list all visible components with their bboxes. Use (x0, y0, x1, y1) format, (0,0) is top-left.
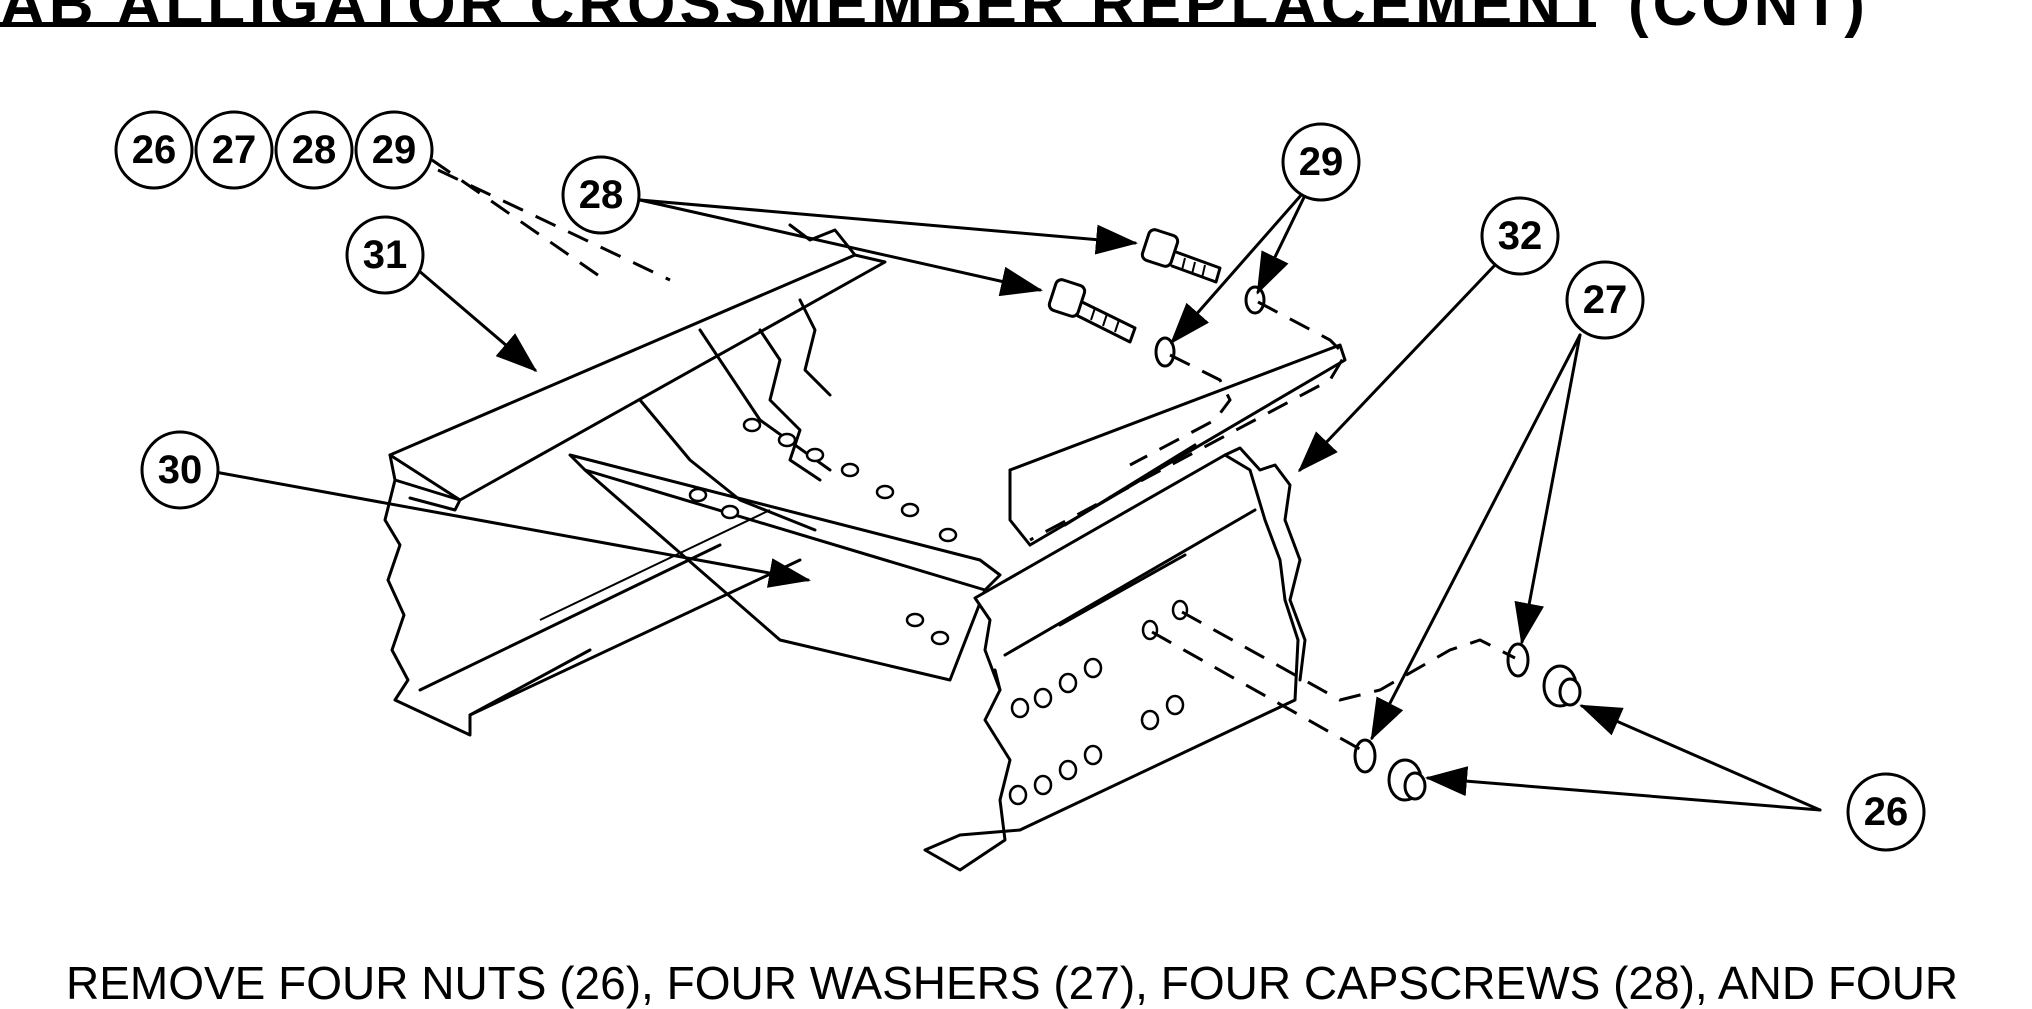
frame-rail-part-31 (383, 223, 887, 737)
washer-lower (1154, 336, 1176, 368)
svg-text:26: 26 (1864, 790, 1909, 834)
exploded-view-illustration: 26 27 28 29 31 28 29 32 27 30 26 (114, 110, 1926, 872)
instruction-text: REMOVE FOUR NUTS (26), FOUR WASHERS (27)… (66, 957, 1959, 1009)
leader-29-a (1256, 183, 1312, 295)
callout-32: 32 (1480, 196, 1560, 276)
leader-29-b (1170, 183, 1312, 345)
leader-28-a (638, 198, 1138, 255)
leader-30 (213, 470, 811, 588)
path-upper-nut (1181, 610, 1516, 702)
leader-27-b (1370, 333, 1582, 741)
leader-28-b (638, 198, 1043, 297)
callout-group-26: 26 (114, 110, 194, 190)
page-title: AB ALLIGATOR CROSSMEMBER REPLACEMENT (CO… (0, 0, 1869, 39)
svg-text:31: 31 (363, 233, 408, 277)
svg-text:32: 32 (1498, 214, 1543, 258)
washer-upper (1244, 285, 1266, 315)
nut-lower (1387, 758, 1427, 802)
callout-29: 29 (1281, 122, 1361, 202)
title-underline (0, 22, 1596, 27)
crossmember-part-32 (923, 343, 1347, 872)
path-upper-screw (1029, 300, 1347, 542)
svg-text:26: 26 (132, 128, 177, 172)
leader-32 (1297, 263, 1497, 473)
callout-30: 30 (140, 430, 220, 510)
callout-28: 28 (561, 155, 641, 235)
callout-group-27: 27 (194, 110, 274, 190)
capscrew-lower (1047, 278, 1137, 344)
capscrew-upper (1140, 228, 1222, 284)
svg-text:29: 29 (372, 128, 417, 172)
callout-group-29: 29 (354, 110, 434, 190)
callout-26: 26 (1846, 772, 1926, 852)
washer-right-upper (1506, 642, 1530, 678)
callout-group-28: 28 (274, 110, 354, 190)
callout-group: 26 27 28 29 (114, 110, 434, 190)
callout-31: 31 (345, 215, 425, 295)
svg-text:29: 29 (1299, 140, 1344, 184)
washer-right-lower (1353, 738, 1377, 774)
leader-27-a (1514, 333, 1582, 645)
leader-31 (416, 268, 538, 372)
nut-upper (1542, 664, 1582, 708)
leader-26-a (1579, 704, 1822, 812)
leader-26-b (1425, 766, 1822, 812)
svg-text:30: 30 (158, 448, 203, 492)
leader-group-b (437, 168, 671, 282)
path-lower-nut (1151, 630, 1366, 754)
svg-text:27: 27 (1583, 278, 1628, 322)
path-lower-screw (1129, 353, 1232, 467)
svg-text:28: 28 (579, 173, 624, 217)
callout-27: 27 (1565, 260, 1645, 340)
gusset-plate-part-30 (568, 298, 1002, 682)
svg-text:28: 28 (292, 128, 337, 172)
svg-text:27: 27 (212, 128, 257, 172)
